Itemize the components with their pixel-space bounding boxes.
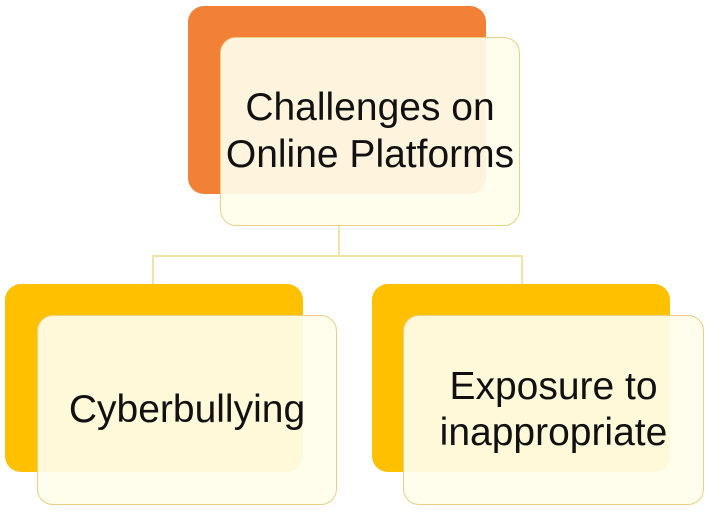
child-node-label-exposure: Exposure to inappropriate: [439, 364, 668, 454]
child-node-label-cyberbullying: Cyberbullying: [68, 387, 306, 431]
child-node-exposure: Exposure to inappropriate: [403, 315, 704, 505]
root-node: Challenges on Online Platforms: [220, 37, 520, 226]
child-node-cyberbullying: Cyberbullying: [37, 315, 337, 505]
connector-root-stem: [338, 225, 340, 256]
connector-right-drop: [521, 255, 523, 285]
connector-horizontal-bar: [152, 255, 523, 257]
root-node-label: Challenges on Online Platforms: [225, 86, 515, 176]
connector-left-drop: [152, 255, 154, 285]
